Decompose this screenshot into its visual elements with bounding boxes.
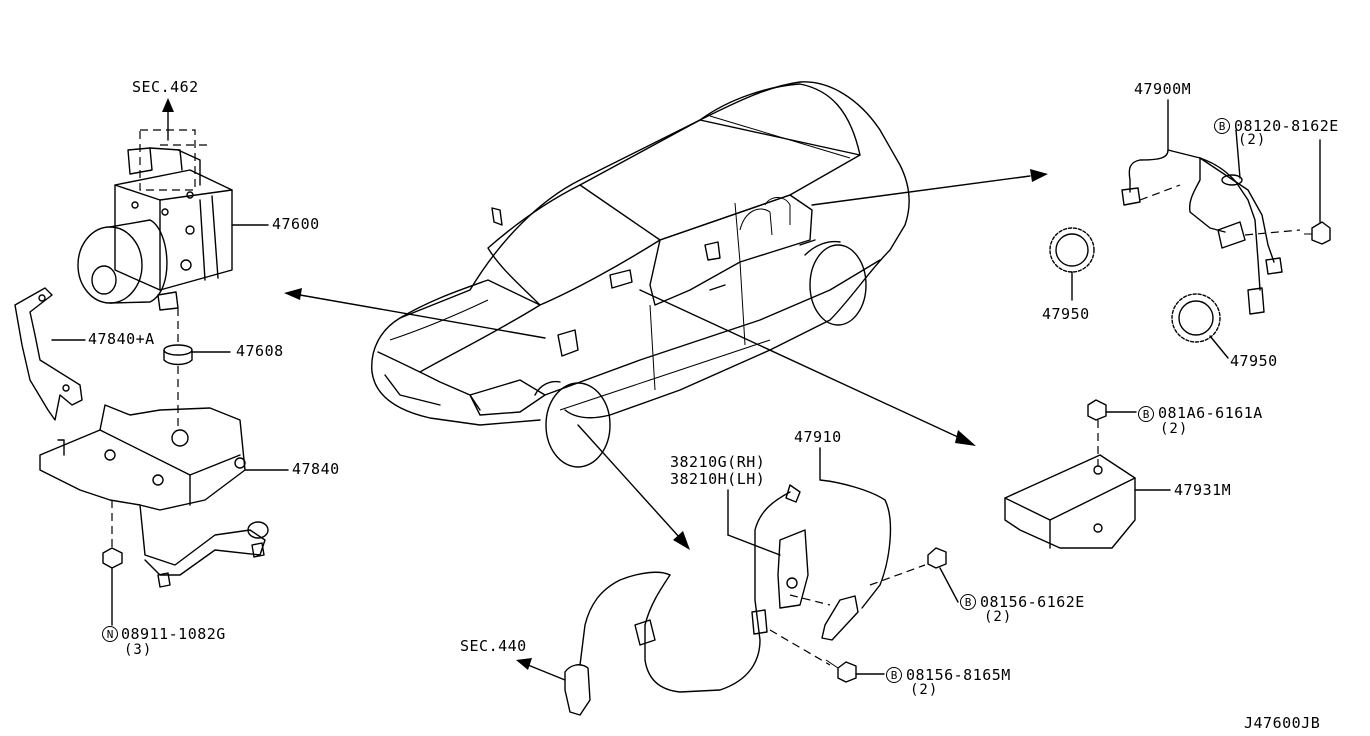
bolt-symbol-icon: B <box>1138 406 1154 422</box>
label-081a6: 081A6-6161A <box>1158 404 1263 422</box>
label-081a6-qty: (2) <box>1160 421 1189 437</box>
abs-actuator <box>77 98 269 345</box>
label-47840: 47840 <box>292 460 340 478</box>
label-08911: 08911-1082G <box>121 625 226 643</box>
label-08156-8165: 08156-8165M <box>906 666 1011 684</box>
label-38210h: 38210H(LH) <box>670 470 766 488</box>
tone-ring-47950-b <box>1171 293 1229 359</box>
label-47840a: 47840+A <box>88 330 155 348</box>
vehicle-illustration <box>371 81 910 468</box>
label-08156-6162-qty: (2) <box>984 609 1013 625</box>
label-08156-8165-qty: (2) <box>910 682 939 698</box>
label-sec-440: SEC.440 <box>460 637 527 655</box>
diagram-reference-code: J47600JB <box>1244 714 1321 732</box>
g-sensor-47931m <box>1004 399 1171 549</box>
front-sensor-harness <box>516 447 959 716</box>
tone-ring-47950-a <box>1049 227 1095 301</box>
label-08120-qty: (2) <box>1238 132 1267 148</box>
label-47910: 47910 <box>794 428 842 446</box>
nut-symbol-icon: N <box>102 626 118 642</box>
label-38210g: 38210G(RH) <box>670 453 766 471</box>
label-47600: 47600 <box>272 215 320 233</box>
bracket-47840 <box>39 404 289 626</box>
label-sec-462: SEC.462 <box>132 78 199 96</box>
bracket-47840a <box>14 287 86 421</box>
label-47931m: 47931M <box>1174 481 1232 499</box>
label-08911-qty: (3) <box>124 642 153 658</box>
bolt-symbol-icon: B <box>960 594 976 610</box>
leader-arrows <box>284 169 1048 550</box>
label-47950-b: 47950 <box>1230 352 1278 370</box>
label-47950-a: 47950 <box>1042 305 1090 323</box>
bolt-symbol-icon: B <box>886 667 902 683</box>
rear-sensor-harness <box>1121 99 1331 315</box>
grommet-47608 <box>163 344 231 430</box>
label-47900m: 47900M <box>1134 80 1192 98</box>
label-08156-6162: 08156-6162E <box>980 593 1085 611</box>
bolt-symbol-icon: B <box>1214 118 1230 134</box>
label-08120: 08120-8162E <box>1234 117 1339 135</box>
label-47608: 47608 <box>236 342 284 360</box>
